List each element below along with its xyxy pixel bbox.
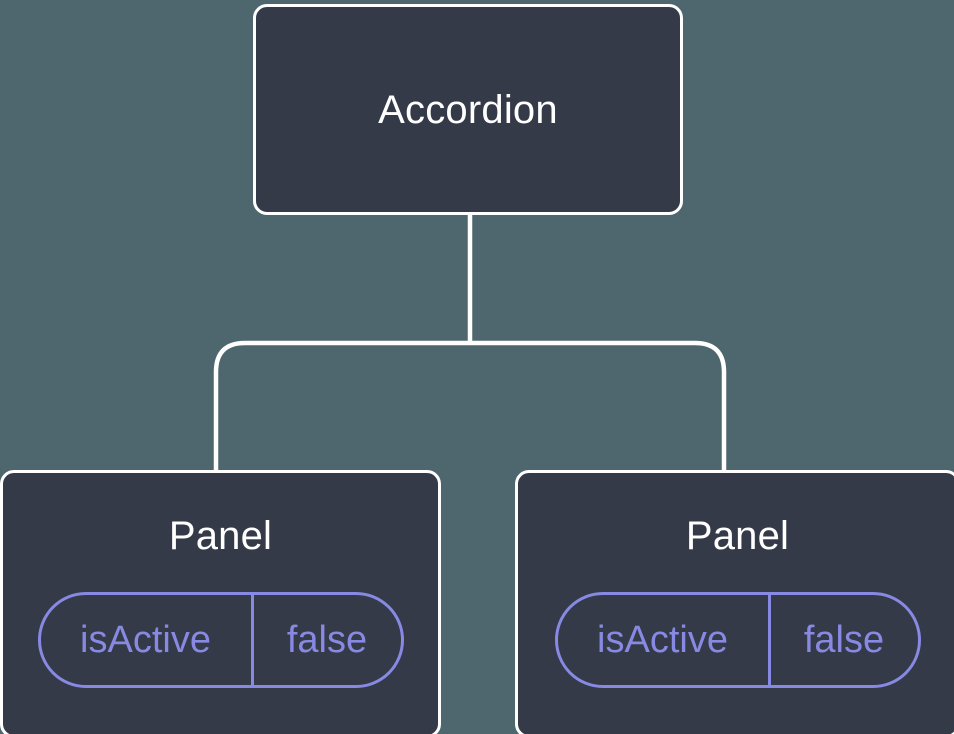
tree-connector-branch: [213, 340, 727, 474]
state-key: isActive: [558, 595, 771, 685]
panel-node-right: Panel isActive false: [515, 470, 954, 734]
accordion-node: Accordion: [253, 4, 683, 215]
panel-node-left: Panel isActive false: [0, 470, 441, 734]
state-key: isActive: [41, 595, 254, 685]
state-value: false: [286, 618, 368, 661]
accordion-node-label: Accordion: [378, 87, 558, 132]
state-value: false: [803, 618, 885, 661]
panel-node-label: Panel: [685, 514, 790, 558]
panel-node-label: Panel: [168, 514, 273, 558]
state-pill: isActive false: [554, 592, 921, 688]
state-pill: isActive false: [37, 592, 404, 688]
